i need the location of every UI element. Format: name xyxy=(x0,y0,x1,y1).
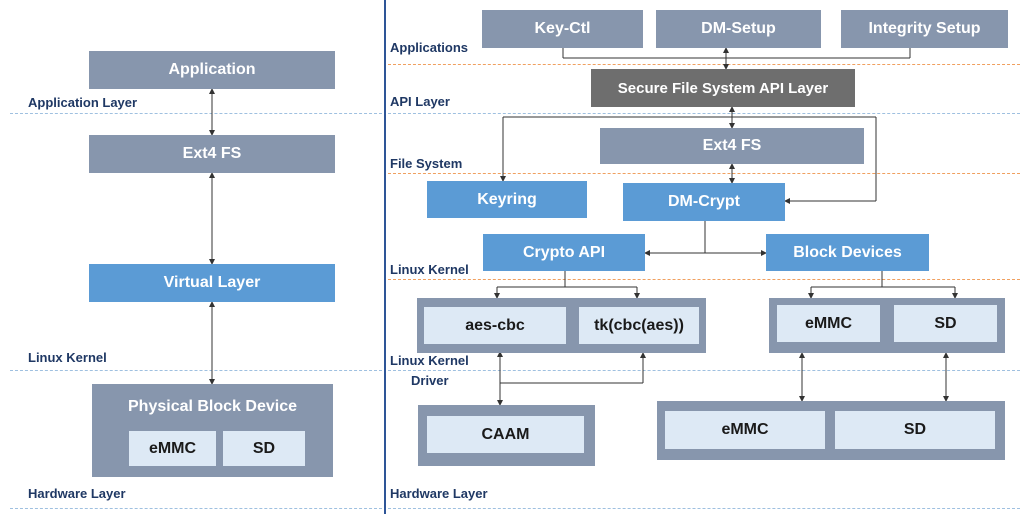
virtual-layer-label: Virtual Layer xyxy=(163,274,261,291)
ext4-label-left: Ext4 FS xyxy=(182,145,242,162)
aes-cbc-label: aes-cbc xyxy=(465,316,525,334)
application-box: Application xyxy=(89,51,335,89)
left-separator-3 xyxy=(10,508,382,509)
sd-label-hw: SD xyxy=(903,421,927,438)
sd-label-top: SD xyxy=(934,314,957,332)
emmc-box-left: eMMC xyxy=(129,431,216,466)
dm-setup-box: DM-Setup xyxy=(656,10,821,48)
virtual-layer-box: Virtual Layer xyxy=(89,264,335,302)
linux-kernel-label-right: Linux Kernel xyxy=(390,262,469,277)
file-system-label: File System xyxy=(390,156,463,171)
ext4-label-right: Ext4 FS xyxy=(702,137,762,154)
crypto-algorithms-container: aes-cbc tk(cbc(aes)) xyxy=(417,298,706,353)
left-separator-1 xyxy=(10,113,382,114)
keyring-label: Keyring xyxy=(477,190,537,208)
keyring-box: Keyring xyxy=(427,181,587,218)
secure-fs-api-box: Secure File System API Layer xyxy=(591,69,855,107)
dm-crypt-label: DM-Crypt xyxy=(668,193,740,210)
application-label: Application xyxy=(168,61,256,78)
left-separator-2 xyxy=(10,370,382,371)
right-separator-api xyxy=(388,113,1020,114)
applications-label: Applications xyxy=(390,40,469,55)
crypto-api-label: Crypto API xyxy=(522,243,606,261)
secure-fs-api-label: Secure File System API Layer xyxy=(617,79,829,97)
emmc-label-left: eMMC xyxy=(148,439,197,457)
right-separator-hw xyxy=(388,508,1020,509)
block-storage-container: eMMC SD xyxy=(769,298,1005,353)
physical-block-device-label: Physical Block Device xyxy=(128,398,297,415)
hardware-layer-label-left: Hardware Layer xyxy=(28,486,126,501)
physical-block-device: Physical Block Device eMMC SD xyxy=(92,384,333,477)
right-separator-apps xyxy=(388,64,1020,65)
emmc-box-hw: eMMC xyxy=(665,411,825,449)
block-devices-label: Block Devices xyxy=(793,243,902,261)
api-layer-label: API Layer xyxy=(390,94,450,109)
dm-setup-label: DM-Setup xyxy=(701,20,776,37)
sd-box-hw: SD xyxy=(835,411,995,449)
key-ctl-box: Key-Ctl xyxy=(482,10,643,48)
vertical-divider xyxy=(384,0,386,514)
sd-box-top: SD xyxy=(894,305,997,342)
tk-cbc-aes-box: tk(cbc(aes)) xyxy=(579,307,699,344)
ext4-box-left: Ext4 FS xyxy=(89,135,335,173)
emmc-label-hw: eMMC xyxy=(721,421,769,438)
linux-kernel-driver-label-2: Driver xyxy=(411,373,449,388)
emmc-box-top: eMMC xyxy=(777,305,880,342)
caam-label: CAAM xyxy=(481,425,530,443)
tk-cbc-aes-label: tk(cbc(aes)) xyxy=(594,316,684,334)
aes-cbc-box: aes-cbc xyxy=(424,307,566,344)
right-separator-kernel xyxy=(388,279,1020,280)
ext4-box-right: Ext4 FS xyxy=(600,128,864,164)
linux-kernel-driver-label-1: Linux Kernel xyxy=(390,353,469,368)
right-separator-driver xyxy=(388,370,1020,371)
integrity-setup-label: Integrity Setup xyxy=(868,20,981,37)
integrity-setup-box: Integrity Setup xyxy=(841,10,1008,48)
sd-box-left: SD xyxy=(223,431,305,466)
hardware-storage-container: eMMC SD xyxy=(657,401,1005,460)
emmc-label-top: eMMC xyxy=(804,314,853,332)
caam-box: CAAM xyxy=(427,416,584,453)
key-ctl-label: Key-Ctl xyxy=(534,20,591,37)
dm-crypt-box: DM-Crypt xyxy=(623,183,785,221)
crypto-api-box: Crypto API xyxy=(483,234,645,271)
application-layer-label: Application Layer xyxy=(28,95,138,110)
sd-label-left: SD xyxy=(252,439,276,457)
caam-container: CAAM xyxy=(418,405,595,466)
hardware-layer-label-right: Hardware Layer xyxy=(390,486,488,501)
linux-kernel-label-left: Linux Kernel xyxy=(28,350,107,365)
right-separator-fs xyxy=(388,173,1020,174)
block-devices-box: Block Devices xyxy=(766,234,929,271)
